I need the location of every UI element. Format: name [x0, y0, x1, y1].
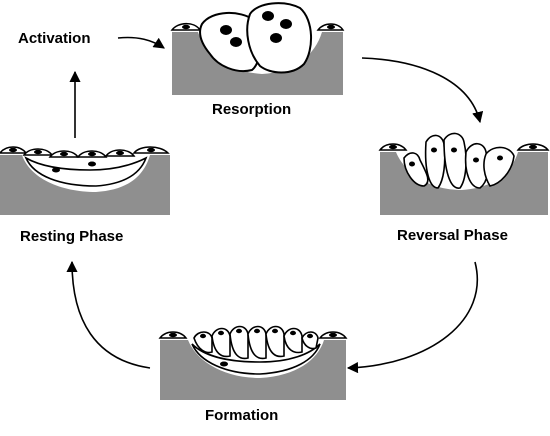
osteocyte-nucleus: [88, 161, 96, 167]
arrow-reversal-to-formation: [346, 261, 478, 374]
cell-nucleus: [473, 157, 479, 163]
cell-nucleus: [389, 144, 397, 150]
cell-nucleus: [327, 24, 335, 30]
reversal-cell: [483, 146, 515, 187]
cell-nucleus: [200, 333, 206, 339]
reversal-panel: [378, 132, 550, 215]
cell-nucleus: [169, 332, 177, 338]
osteoblast: [265, 325, 285, 358]
cell-nucleus: [218, 330, 224, 336]
osteoblast: [229, 325, 249, 360]
cell-nucleus: [147, 147, 155, 153]
cycle-arrows: [66, 36, 484, 374]
reversal-cell: [443, 132, 467, 189]
osteoclast-nucleus: [280, 19, 292, 29]
label-activation: Activation: [18, 30, 91, 47]
cell-nucleus: [529, 144, 537, 150]
cell-nucleus: [409, 161, 415, 167]
osteoblast: [301, 331, 319, 350]
arrow-formation-to-resting: [66, 260, 151, 369]
label-resorption: Resorption: [212, 101, 292, 118]
cell-nucleus: [88, 151, 96, 157]
label-reversal-phase: Reversal Phase: [397, 227, 508, 244]
bone-block: [160, 340, 346, 400]
resting-panel: [0, 146, 170, 215]
cell-nucleus: [182, 24, 190, 30]
osteoclast-nucleus: [230, 37, 242, 47]
osteoclast-nucleus: [262, 11, 274, 21]
osteoclast-nucleus: [220, 25, 232, 35]
cell-nucleus: [497, 155, 503, 161]
new-bone-layer: [24, 156, 148, 187]
cell-nucleus: [236, 328, 242, 334]
osteoblast: [283, 327, 303, 354]
bone-block: [172, 32, 343, 95]
cell-nucleus: [307, 333, 313, 339]
formation-panel: [158, 325, 348, 400]
cell-nucleus: [431, 147, 437, 153]
label-resting-phase: Resting Phase: [20, 228, 124, 245]
osteoblast: [247, 325, 267, 360]
arrow-resorption-to-reversal: [361, 57, 484, 124]
cell-nucleus: [329, 332, 337, 338]
cell-nucleus: [116, 150, 124, 156]
cell-nucleus: [60, 151, 68, 157]
cell-nucleus: [290, 330, 296, 336]
bone-block: [380, 152, 548, 215]
bone-block: [0, 155, 170, 215]
osteocyte-nucleus: [52, 167, 60, 173]
label-formation: Formation: [205, 407, 279, 424]
cell-nucleus: [272, 328, 278, 334]
osteoblast: [193, 331, 213, 354]
osteocyte-nucleus: [220, 361, 228, 367]
cell-nucleus: [254, 328, 260, 334]
reversal-cell: [403, 152, 429, 187]
cell-nucleus: [451, 147, 457, 153]
osteoclast-nucleus: [270, 33, 282, 43]
osteoblast: [211, 327, 231, 358]
arrow-activation-to-resorption: [117, 36, 165, 49]
cell-nucleus: [9, 147, 17, 153]
reversal-cell: [424, 134, 446, 189]
cell-nucleus: [34, 149, 42, 155]
resorption-panel: [170, 2, 345, 95]
